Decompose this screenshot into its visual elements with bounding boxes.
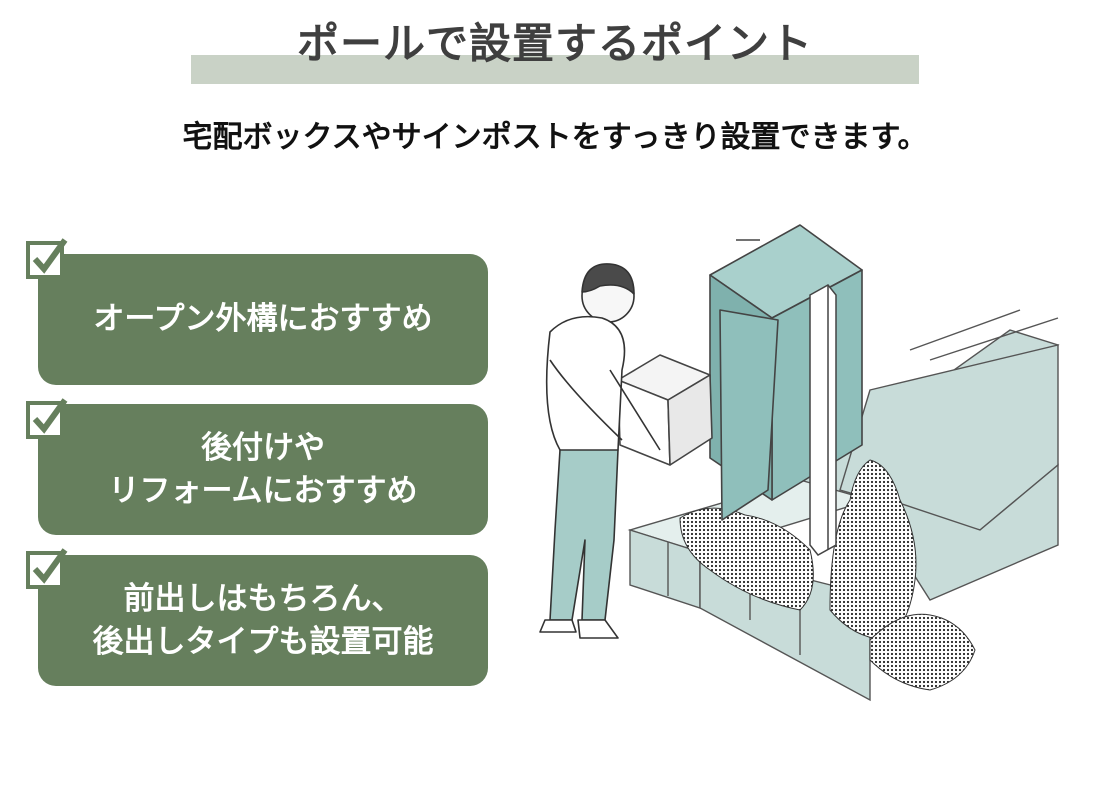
page-subtitle: 宅配ボックスやサインポストをすっきり設置できます。 — [182, 120, 928, 155]
package — [617, 354, 713, 466]
delivery-box-pole-illustration — [539, 224, 1060, 702]
title-underline-band — [191, 55, 919, 84]
feature-text: 前出しはもちろん、 後出しタイプも設置可能 — [93, 578, 434, 664]
pole — [809, 284, 837, 556]
page-title: ポールで設置するポイント — [296, 19, 813, 68]
shrubs — [679, 459, 976, 691]
person-figure — [539, 263, 661, 639]
feature-line: 前出しはもちろん、 — [123, 580, 403, 617]
title-area: ポールで設置するポイント — [0, 8, 1110, 84]
feature-line: 後出しタイプも設置可能 — [92, 623, 434, 660]
feature-card-retrofit: 後付けや リフォームにおすすめ — [38, 404, 488, 535]
checkbox-checked-icon — [26, 548, 68, 589]
feature-text: 後付けや リフォームにおすすめ — [108, 427, 417, 513]
feature-text: オープン外構におすすめ — [93, 298, 432, 341]
feature-card-open-exterior: オープン外構におすすめ — [38, 254, 488, 385]
feature-line: リフォームにおすすめ — [108, 472, 418, 509]
checkbox-checked-icon — [26, 398, 68, 439]
checkbox-checked-icon — [26, 238, 68, 279]
feature-line: 後付けや — [200, 429, 325, 466]
feature-line: オープン外構におすすめ — [93, 301, 433, 337]
feature-card-front-back-install: 前出しはもちろん、 後出しタイプも設置可能 — [38, 555, 488, 686]
